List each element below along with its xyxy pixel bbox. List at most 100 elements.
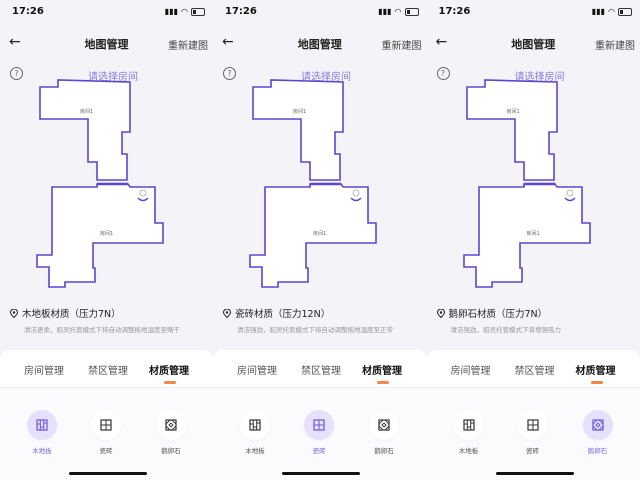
status-icons: ▮▮▮ ◠	[592, 7, 632, 16]
tab-bar: 房间管理 禁区管理 材质管理	[0, 350, 213, 388]
wood-floor-icon	[249, 419, 261, 431]
tile-icon	[100, 419, 112, 431]
status-time: 17:26	[225, 6, 257, 17]
active-tab-indicator	[590, 381, 603, 384]
rebuild-map-button[interactable]: 重新建图	[595, 41, 635, 52]
material-label: 瓷砖	[526, 447, 539, 455]
help-icon[interactable]: ?	[10, 67, 23, 80]
room-label-upper[interactable]: 房间1	[505, 108, 521, 115]
status-time: 17:26	[12, 6, 44, 17]
rebuild-map-button[interactable]: 重新建图	[168, 41, 208, 52]
page-title: 地图管理	[297, 38, 342, 51]
floor-map[interactable]	[427, 0, 640, 300]
tile-icon	[526, 419, 539, 431]
material-description: 清洁强劲，貂灵托管模式下将自动调整拖地湿度至正常	[237, 326, 393, 334]
room-upper	[252, 79, 344, 181]
status-time: 17:26	[438, 6, 471, 17]
phone-screen: 17:26 ▮▮▮ ◠ ← 地图管理 重新建图 ? 请选择房间 房间1 房间1 …	[213, 0, 427, 480]
material-option-wood[interactable]: 木地板	[235, 410, 275, 455]
tab-no-go-zone-management[interactable]: 禁区管理	[514, 366, 555, 377]
floor-map[interactable]	[213, 0, 426, 300]
material-info: 瓷砖材质（压力12N）	[223, 306, 330, 320]
home-indicator[interactable]	[495, 471, 574, 475]
material-label: 鹅卵石	[161, 447, 181, 455]
material-option-pebble[interactable]: 鹅卵石	[364, 410, 404, 455]
battery-icon	[404, 7, 419, 16]
tile-icon	[313, 419, 325, 431]
back-arrow-icon[interactable]: ←	[435, 34, 448, 50]
tab-bar: 房间管理 禁区管理 材质管理	[426, 350, 640, 388]
tab-material-management[interactable]: 材质管理	[362, 366, 402, 377]
page-title: 地图管理	[84, 38, 129, 51]
wifi-icon: ◠	[608, 7, 615, 16]
bottom-sheet: 房间管理 禁区管理 材质管理 木地板 瓷砖 鹅卵石	[213, 350, 427, 480]
robot-icon	[566, 189, 573, 197]
material-label: 木地板	[245, 447, 265, 455]
battery-icon	[618, 7, 632, 16]
robot-icon	[352, 189, 360, 197]
material-option-tile[interactable]: 瓷砖	[513, 410, 553, 455]
location-pin-icon	[223, 308, 231, 318]
charging-dock-icon	[137, 197, 149, 202]
select-room-prompt: 请选择房间	[514, 72, 565, 83]
tab-room-management[interactable]: 房间管理	[237, 366, 277, 377]
pebble-icon	[378, 419, 390, 431]
room-upper	[465, 79, 558, 181]
tab-room-management[interactable]: 房间管理	[450, 366, 491, 377]
material-label: 瓷砖	[312, 447, 326, 455]
material-description: 清洁更柔，貂灵托管模式下将自动调整拖地湿度至略干	[24, 326, 180, 334]
wifi-icon: ◠	[394, 7, 402, 16]
wood-floor-icon	[36, 419, 48, 431]
material-option-wood[interactable]: 木地板	[449, 410, 489, 455]
material-label: 木地板	[32, 447, 52, 455]
room-label-lower[interactable]: 房间1	[525, 230, 541, 237]
battery-icon	[191, 7, 205, 16]
charging-dock-icon	[563, 197, 576, 202]
material-label: 鹅卵石	[587, 447, 608, 455]
location-pin-icon	[436, 308, 445, 318]
material-option-wood[interactable]: 木地板	[22, 410, 62, 455]
signal-icon: ▮▮▮	[378, 7, 392, 16]
tab-material-management[interactable]: 材质管理	[149, 366, 189, 377]
material-option-tile[interactable]: 瓷砖	[299, 410, 339, 455]
material-label: 瓷砖	[99, 447, 113, 455]
floor-map[interactable]	[0, 0, 213, 300]
status-icons: ▮▮▮ ◠	[165, 7, 205, 16]
select-room-prompt: 请选择房间	[301, 72, 351, 83]
wifi-icon: ◠	[181, 7, 188, 16]
help-icon[interactable]: ?	[436, 67, 450, 80]
material-info: 木地板材质（压力7N）	[10, 306, 121, 320]
home-indicator[interactable]	[69, 471, 147, 475]
location-pin-icon	[10, 308, 18, 318]
tab-bar: 房间管理 禁区管理 材质管理	[213, 350, 427, 388]
material-option-tile[interactable]: 瓷砖	[86, 410, 126, 455]
robot-icon	[139, 189, 147, 197]
material-info: 鹅卵石材质（压力7N）	[436, 306, 547, 320]
tab-no-go-zone-management[interactable]: 禁区管理	[88, 366, 128, 377]
rebuild-map-button[interactable]: 重新建图	[381, 41, 422, 52]
material-title: 木地板材质（压力7N）	[22, 309, 121, 320]
active-tab-indicator	[377, 381, 389, 384]
signal-icon: ▮▮▮	[591, 7, 606, 16]
back-arrow-icon[interactable]: ←	[9, 34, 21, 50]
bottom-sheet: 房间管理 禁区管理 材质管理 木地板 瓷砖 鹅卵石	[426, 350, 640, 480]
active-tab-indicator	[164, 381, 176, 384]
help-icon[interactable]: ?	[223, 67, 236, 80]
bottom-sheet: 房间管理 禁区管理 材质管理 木地板 瓷砖 鹅卵石	[0, 350, 213, 480]
tab-material-management[interactable]: 材质管理	[575, 366, 616, 377]
room-label-lower[interactable]: 房间1	[99, 230, 115, 237]
room-label-lower[interactable]: 房间1	[312, 230, 328, 237]
home-indicator[interactable]	[282, 471, 360, 475]
charging-dock-icon	[350, 197, 362, 202]
phone-screen: 17:26 ▮▮▮ ◠ ← 地图管理 重新建图 ? 请选择房间 房间1 房间1 …	[0, 0, 213, 480]
room-label-upper[interactable]: 房间1	[292, 108, 308, 115]
tab-no-go-zone-management[interactable]: 禁区管理	[301, 366, 341, 377]
room-label-upper[interactable]: 房间1	[79, 108, 95, 115]
tab-room-management[interactable]: 房间管理	[24, 366, 64, 377]
room-upper	[39, 79, 131, 181]
back-arrow-icon[interactable]: ←	[222, 34, 234, 50]
wood-floor-icon	[462, 419, 475, 431]
material-option-pebble[interactable]: 鹅卵石	[151, 410, 191, 455]
material-option-pebble[interactable]: 鹅卵石	[578, 410, 618, 455]
